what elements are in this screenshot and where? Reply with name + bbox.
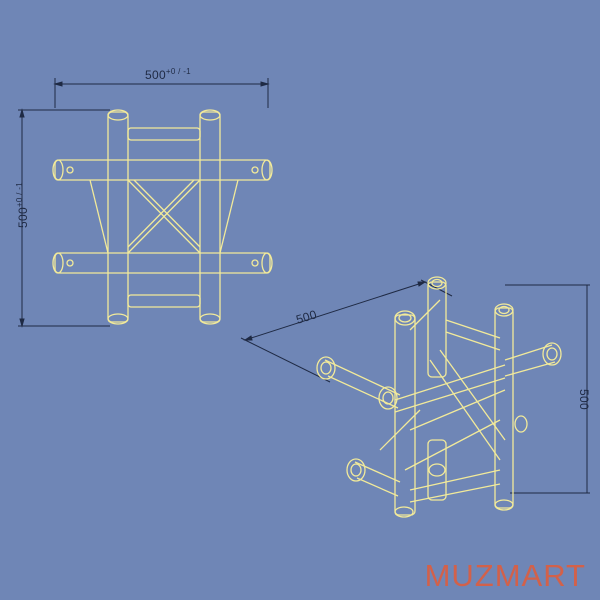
iso-view-drawing	[240, 276, 590, 518]
iso-height-dimension: 500	[577, 389, 591, 410]
top-height-dimension: 500+0 / -1	[15, 182, 30, 228]
top-view-drawing	[18, 78, 273, 328]
top-view-dimensions	[18, 78, 270, 328]
iso-view-dimensions	[240, 279, 590, 494]
brand-watermark: MUZMART	[424, 558, 586, 593]
top-width-dimension: 500+0 / -1	[145, 67, 191, 82]
